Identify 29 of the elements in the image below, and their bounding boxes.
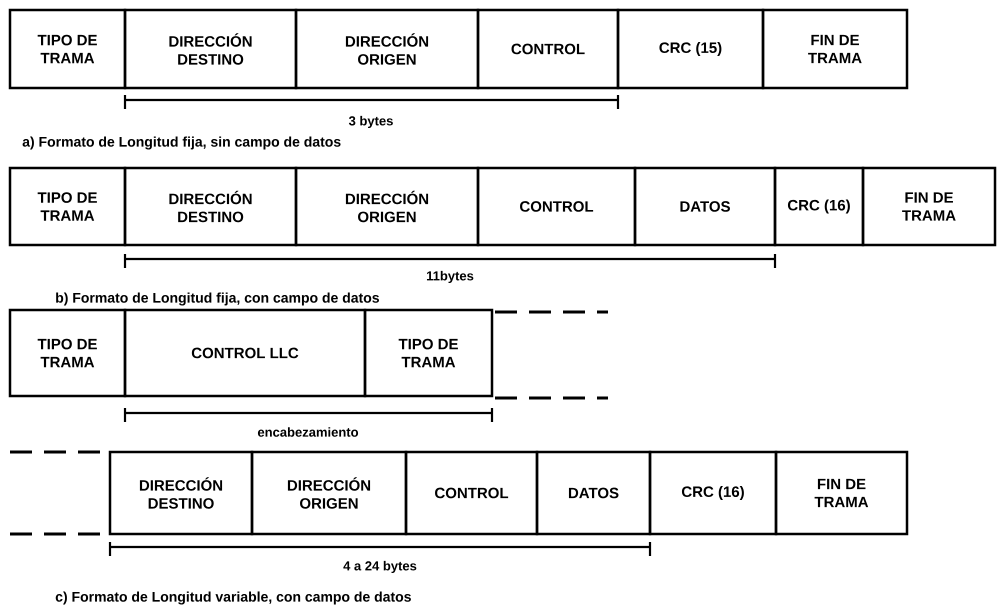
field-box: DIRECCIÓN ORIGEN — [294, 166, 480, 246]
dimension-label: 11bytes — [426, 270, 474, 284]
caption: c) Formato de Longitud variable, con campo de datos — [56, 591, 411, 605]
field-box: FIN DE TRAMA — [862, 166, 996, 246]
field-box: TIPO DE TRAMA — [8, 8, 126, 90]
field-box: TIPO DE TRAMA — [8, 166, 126, 246]
field-box: DIRECCIÓN ORIGEN — [250, 450, 408, 536]
field-box: DIRECCIÓN ORIGEN — [294, 8, 480, 90]
field-box: FIN DE TRAMA — [774, 450, 908, 536]
field-box: CONTROL LLC — [124, 308, 366, 398]
field-box: CRC (15) — [616, 8, 764, 90]
field-box: DATOS — [536, 450, 652, 536]
caption: b) Formato de Longitud fija, con campo de datos — [56, 292, 379, 306]
field-box: CONTROL — [404, 450, 538, 536]
field-box: TIPO DE TRAMA — [8, 308, 126, 398]
field-box: CONTROL — [476, 166, 636, 246]
field-box: TIPO DE TRAMA — [364, 308, 494, 398]
field-box: DIRECCIÓN DESTINO — [124, 8, 298, 90]
field-box: CRC (16) — [648, 450, 778, 536]
dimension-label: encabezamiento — [258, 427, 358, 437]
field-box: DIRECCIÓN DESTINO — [124, 166, 298, 246]
field-box: CONTROL — [476, 8, 620, 90]
field-box: DATOS — [634, 166, 776, 246]
field-box: FIN DE TRAMA — [762, 8, 908, 90]
dimension-label: 3 bytes — [348, 116, 393, 128]
dimension-label: 4 a 24 bytes — [343, 560, 416, 574]
field-box: DIRECCIÓN DESTINO — [108, 450, 254, 536]
field-box: CRC (16) — [774, 166, 864, 246]
caption: a) Formato de Longitud fija, sin campo de datos — [22, 136, 341, 150]
